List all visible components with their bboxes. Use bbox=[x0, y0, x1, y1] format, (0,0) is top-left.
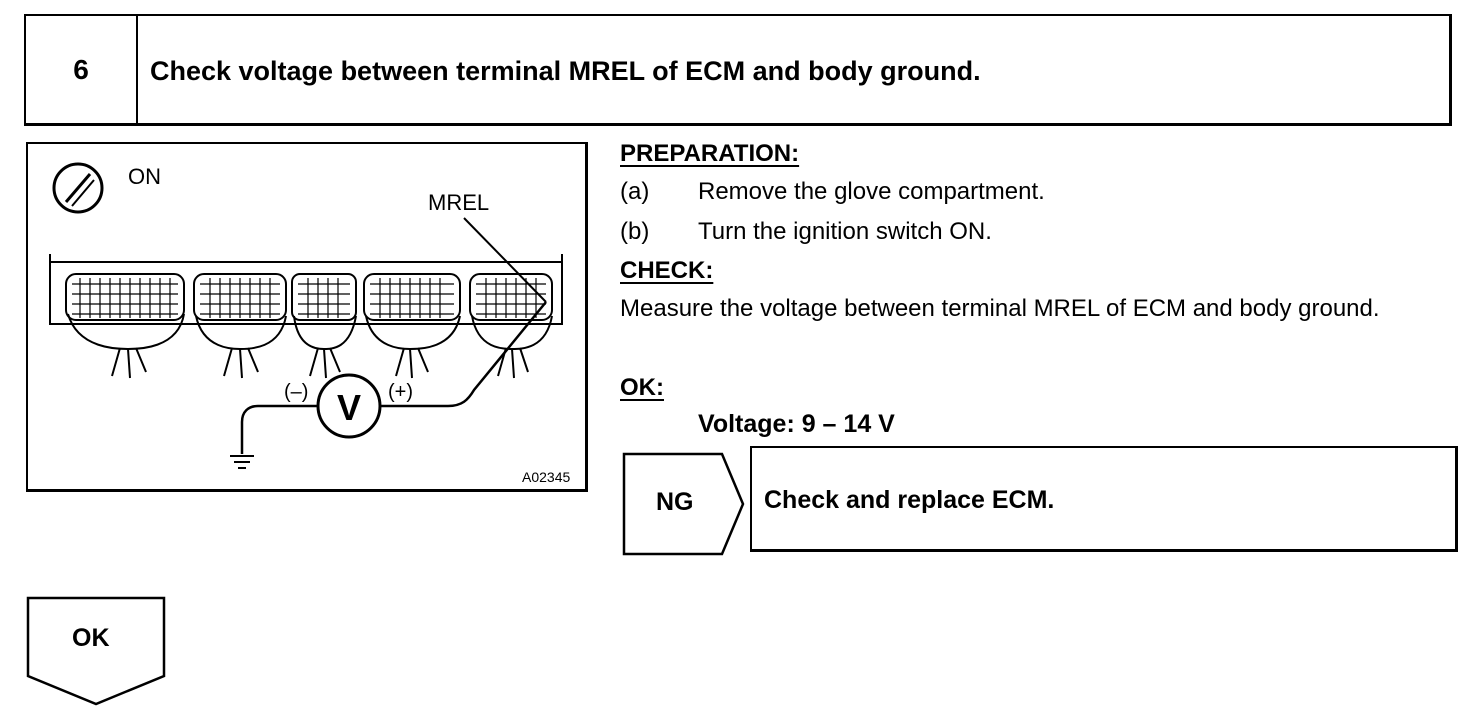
step-header: 6 Check voltage between terminal MREL of… bbox=[24, 14, 1452, 126]
positive-probe-label: (+) bbox=[388, 381, 413, 403]
voltmeter-symbol: V bbox=[337, 387, 361, 428]
check-text: Measure the voltage between terminal MRE… bbox=[620, 295, 1380, 322]
ok-heading: OK: bbox=[620, 374, 664, 401]
negative-probe-label: (–) bbox=[284, 381, 308, 403]
preparation-item: (a) Remove the glove compartment. bbox=[620, 178, 1045, 206]
item-marker: (b) bbox=[620, 218, 650, 245]
ng-arrow-icon bbox=[622, 452, 745, 556]
item-marker: (a) bbox=[620, 178, 650, 205]
voltmeter-icon: V bbox=[316, 373, 382, 439]
ignition-label: ON bbox=[128, 164, 161, 189]
item-text: Remove the glove compartment. bbox=[698, 178, 1045, 205]
step-number: 6 bbox=[26, 16, 138, 123]
ng-result-text: Check and replace ECM. bbox=[764, 486, 1055, 514]
ecm-connector-icon bbox=[49, 254, 563, 379]
ok-arrow-icon bbox=[26, 596, 166, 706]
ground-icon bbox=[230, 455, 254, 469]
mrel-label: MREL bbox=[428, 190, 489, 215]
figure-code: A02345 bbox=[522, 469, 570, 485]
voltage-spec: Voltage: 9 – 14 V bbox=[698, 410, 895, 438]
item-text: Turn the ignition switch ON. bbox=[698, 218, 992, 245]
wiring-diagram: ON MREL bbox=[26, 142, 588, 492]
diagram-canvas: ON MREL bbox=[49, 162, 570, 485]
ignition-switch-icon bbox=[52, 162, 104, 214]
check-heading: CHECK: bbox=[620, 257, 714, 284]
step-title: Check voltage between terminal MREL of E… bbox=[150, 56, 981, 86]
ok-label: OK bbox=[72, 624, 110, 652]
preparation-heading: PREPARATION: bbox=[620, 140, 800, 167]
ng-result-box bbox=[750, 446, 1458, 552]
preparation-item: (b) Turn the ignition switch ON. bbox=[620, 218, 992, 246]
ng-label: NG bbox=[656, 488, 694, 516]
